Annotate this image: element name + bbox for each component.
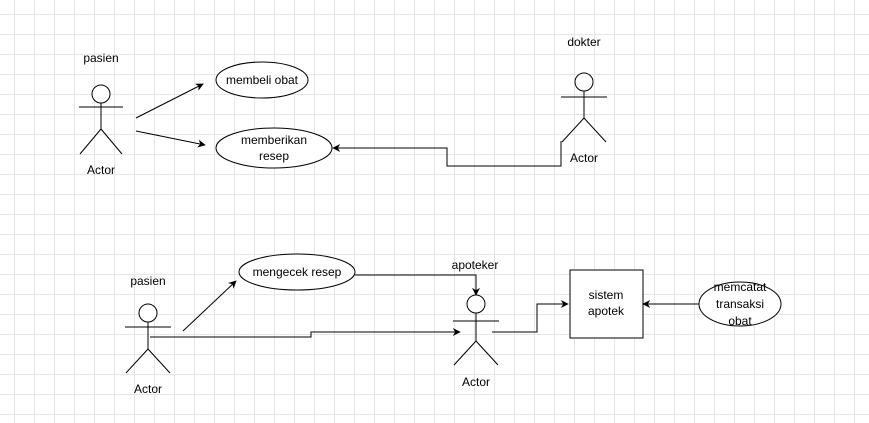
actor-label: Actor [134,382,162,396]
edge-mengecek-apoteker[interactable] [355,274,480,296]
actor-head [574,72,594,92]
usecase-label: membeli obat [226,73,299,87]
actor-head [466,294,486,314]
actor-pasien-top[interactable]: pasien Actor [79,51,123,177]
actor-body [561,91,607,143]
connectors [135,83,699,338]
actor-pasien-bottom[interactable]: pasien Actor [125,274,171,396]
actor-head [91,84,111,104]
usecase-mengecek-resep[interactable]: mengecek resep [238,253,356,291]
actor-dokter[interactable]: dokter Actor [561,35,607,165]
usecase-ellipse [238,253,356,291]
edge-apoteker-sistem[interactable] [492,300,569,333]
actor-body [125,322,171,374]
actor-label: Actor [87,163,115,177]
edge-pasien1-memberikan[interactable] [135,130,206,148]
system-label-line-2: apotek [588,304,625,318]
system-box [569,269,644,339]
usecase-label-line-1: memcatat [714,280,767,294]
usecase-ellipse [698,281,782,327]
usecase-memberikan-resep[interactable]: memberikan resep [215,127,333,169]
actor-role-label: pasien [83,51,118,65]
actor-label: Actor [570,151,598,165]
actor-role-label: dokter [567,35,600,49]
usecase-label-line-3: obat [728,314,752,328]
actor-apoteker[interactable]: apoteker Actor [452,258,499,389]
edge-pasien1-membeli[interactable] [135,83,204,119]
actor-head [138,303,158,323]
system-label-line-1: sistem [589,288,624,302]
actor-body [453,313,499,366]
usecase-label-line-1: memberikan [241,133,307,147]
actor-label: Actor [462,375,490,389]
usecase-label-line-2: resep [259,149,289,163]
actor-role-label: apoteker [452,258,499,272]
edge-pasien2-mengecek[interactable] [182,280,237,332]
system-sistem-apotek[interactable]: sistem apotek [569,269,644,339]
usecase-ellipse [215,127,333,169]
usecase-label: mengecek resep [253,265,342,279]
usecase-membeli-obat[interactable]: membeli obat [215,61,309,99]
actor-role-label: pasien [130,274,165,288]
actor-body [79,103,123,155]
edge-dokter-memberikan[interactable] [332,141,562,167]
usecase-memcatat-transaksi-obat[interactable]: memcatat transaksi obat [698,280,782,328]
usecase-ellipse [215,61,309,99]
usecase-label-line-2: transaksi [716,297,764,311]
edge-pasien2-apoteker[interactable] [150,328,461,338]
